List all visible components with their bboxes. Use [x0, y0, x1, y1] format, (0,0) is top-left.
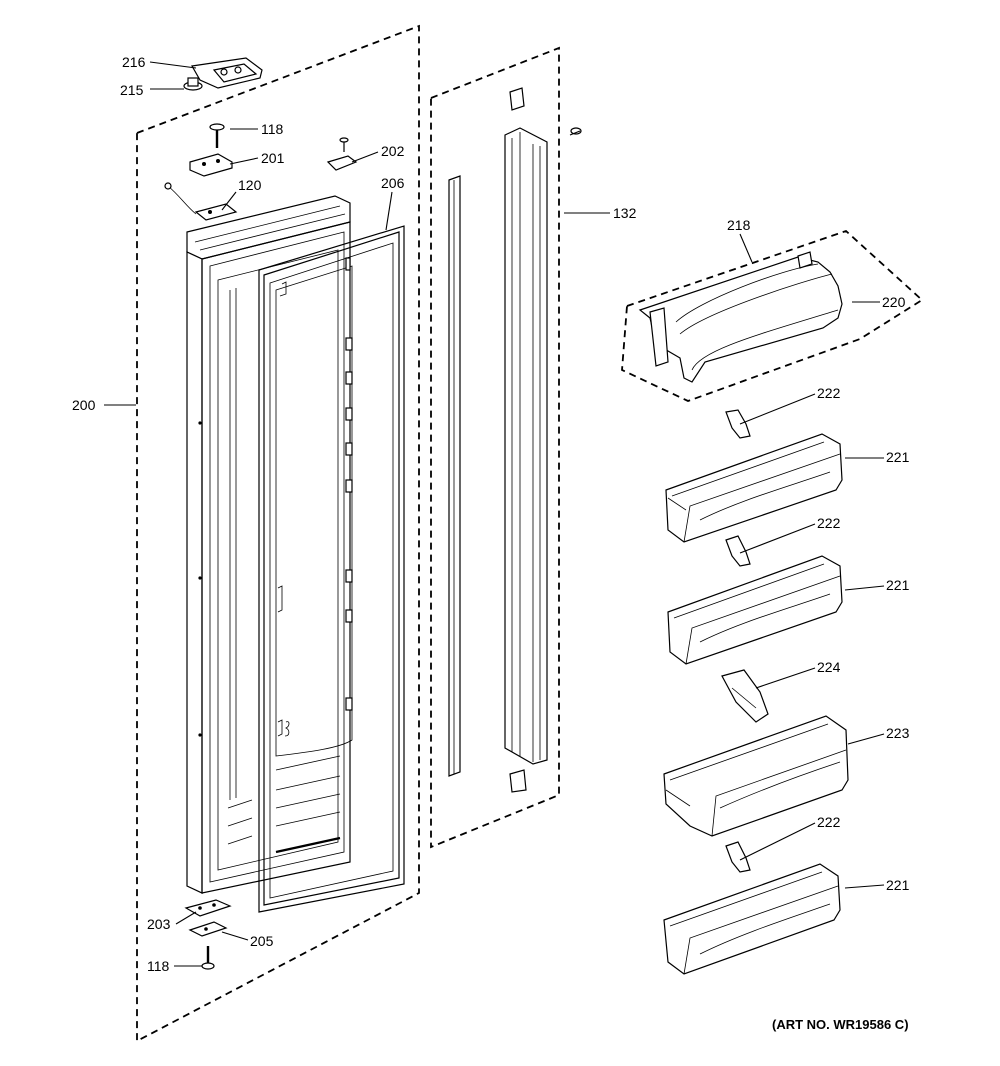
- bin-retainer-large: [721, 669, 769, 723]
- callout-224: 224: [817, 659, 841, 675]
- callout-221-b: 221: [886, 577, 910, 593]
- liner-clips: [345, 257, 353, 711]
- side-trim-narrow: [448, 175, 461, 777]
- callout-205: 205: [250, 933, 274, 949]
- door-body: [186, 195, 351, 894]
- callout-132: 132: [613, 205, 637, 221]
- bottom-screw: [201, 946, 215, 970]
- bin-retainer-3: [725, 841, 751, 873]
- callout-222-c: 222: [817, 814, 841, 830]
- art-number: (ART NO. WR19586 C): [772, 1017, 909, 1032]
- wire-harness: [164, 182, 238, 221]
- door-bin-2: [667, 555, 843, 665]
- hinge-cam: [326, 137, 358, 171]
- callout-120: 120: [238, 177, 262, 193]
- callout-222-a: 222: [817, 385, 841, 401]
- bottom-hinge: [184, 899, 232, 917]
- bin-cover-outline: [621, 229, 924, 402]
- callout-221-a: 221: [886, 449, 910, 465]
- door-trim-outline: [430, 46, 560, 849]
- callout-221-c: 221: [886, 877, 910, 893]
- hinge-plate: [189, 153, 233, 177]
- door-bin-1: [665, 433, 843, 543]
- callout-218: 218: [727, 217, 751, 233]
- callout-216: 216: [122, 54, 146, 70]
- leader-lines: [104, 61, 885, 967]
- callout-220: 220: [882, 294, 906, 310]
- bin-retainer-2: [725, 535, 751, 567]
- callout-222-b: 222: [817, 515, 841, 531]
- side-trim-wide: [504, 87, 582, 793]
- callout-200: 200: [72, 397, 96, 413]
- dairy-bin-cover: [638, 251, 843, 383]
- top-hinge: [191, 57, 263, 89]
- callout-202: 202: [381, 143, 405, 159]
- hinge-bushing: [183, 77, 203, 91]
- callout-223: 223: [886, 725, 910, 741]
- callout-215: 215: [120, 82, 144, 98]
- callout-118-top: 118: [261, 121, 284, 137]
- callout-201: 201: [261, 150, 285, 166]
- door-liner: [258, 225, 405, 913]
- door-bin-large: [663, 715, 849, 837]
- bin-retainer-1: [725, 409, 751, 439]
- callout-118-bottom: 118: [147, 958, 170, 974]
- door-bin-3: [663, 863, 841, 975]
- top-screw: [209, 123, 225, 148]
- door-assembly-outline: [136, 24, 420, 1043]
- callout-203: 203: [147, 916, 171, 932]
- callout-206: 206: [381, 175, 405, 191]
- bottom-hinge-plate: [188, 921, 228, 937]
- callout-labels: 216 215 118 201 202 120 206 132 200 218 …: [72, 54, 910, 974]
